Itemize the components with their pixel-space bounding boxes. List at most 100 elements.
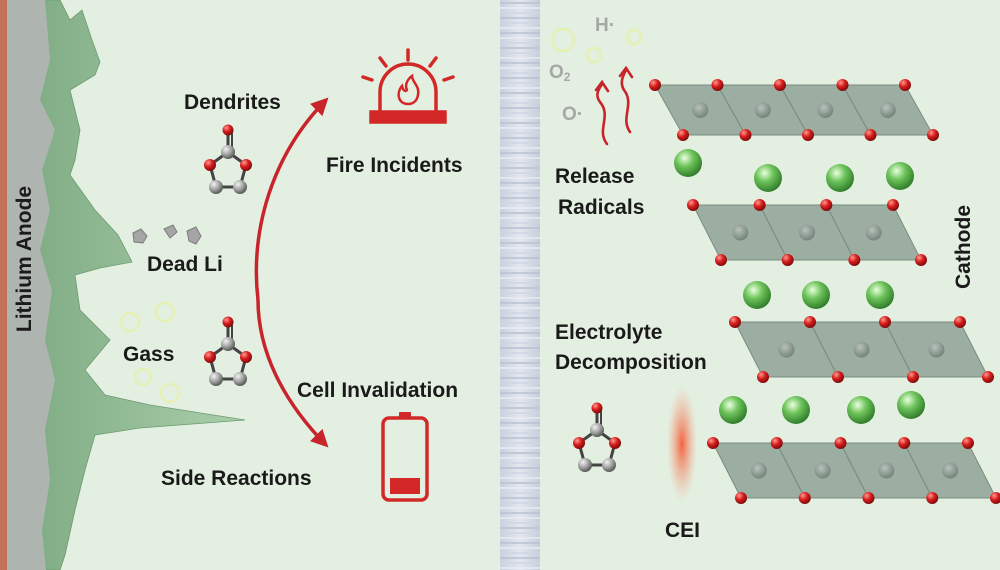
dead-li-debris xyxy=(132,224,202,245)
wavy-arrow-icon xyxy=(594,65,634,146)
oxygen-atom xyxy=(898,437,911,449)
gass-label: Gass xyxy=(123,343,175,366)
cei-layer xyxy=(667,386,697,502)
side-reactions-label: Side Reactions xyxy=(161,467,312,490)
lithium-ion xyxy=(754,164,782,192)
oxygen-atom xyxy=(848,254,861,266)
dendrites-label: Dendrites xyxy=(184,91,281,114)
cathode-label: Cathode xyxy=(952,205,975,289)
low-battery-icon xyxy=(381,412,429,502)
oxygen-atom xyxy=(711,79,724,91)
metal-atom xyxy=(754,102,771,118)
lithium-ion xyxy=(802,281,830,309)
separator-strip xyxy=(500,0,540,570)
oxygen-atom xyxy=(753,199,766,211)
o2-subscript: 2 xyxy=(563,70,571,84)
molecule-atom xyxy=(609,437,621,449)
oxygen-atom xyxy=(802,129,814,141)
anode-edge xyxy=(0,0,7,570)
oxygen-atom xyxy=(887,199,899,211)
oxygen-atom xyxy=(982,371,994,383)
anode-label: Lithium Anode xyxy=(13,185,37,333)
radicals-label: Radicals xyxy=(558,196,645,219)
o2-letter: O xyxy=(549,62,564,83)
oxygen-atom xyxy=(954,316,966,328)
gas-bubbles xyxy=(119,27,643,404)
oxygen-atom xyxy=(899,79,911,91)
oxygen-atom xyxy=(770,437,783,449)
lithium-ion xyxy=(886,162,914,190)
metal-atom xyxy=(928,341,945,358)
oxygen-atom xyxy=(820,199,833,211)
arrow-to-invalidation xyxy=(256,299,329,448)
molecule-atom xyxy=(591,402,603,414)
oxygen-atom xyxy=(739,129,752,141)
h-radical-label: H· xyxy=(595,15,616,36)
oxygen-atom xyxy=(798,492,811,504)
molecule-atom xyxy=(573,437,585,449)
metal-atom xyxy=(942,462,959,479)
lithium-ion xyxy=(826,164,854,192)
lithium-ion xyxy=(847,396,875,424)
alarm-siren-icon xyxy=(361,48,455,124)
molecule-atom xyxy=(240,159,252,171)
lithium-ion xyxy=(674,149,702,177)
cei-label: CEI xyxy=(665,519,701,542)
metal-atom xyxy=(817,102,834,118)
metal-atom xyxy=(799,224,815,241)
carbonate-molecule-icon xyxy=(204,316,252,386)
oxygen-atom xyxy=(774,79,786,91)
oxygen-atom xyxy=(707,437,719,449)
dead-li-label: Dead Li xyxy=(147,253,223,276)
molecule-atom xyxy=(221,145,235,159)
oxygen-atom xyxy=(836,79,849,91)
lithium-ion xyxy=(866,281,894,309)
separator-texture xyxy=(500,2,540,569)
molecule-atom xyxy=(209,180,223,194)
oxygen-atom xyxy=(781,254,794,266)
molecule-atom xyxy=(222,124,234,136)
oxygen-atom xyxy=(677,129,689,141)
oxygen-atom xyxy=(757,371,769,383)
lithium-ion xyxy=(897,391,925,419)
carbonate-molecule-icon xyxy=(204,124,252,194)
o-radical-label: O· xyxy=(562,104,584,125)
carbonate-molecule-group xyxy=(204,124,621,472)
molecule-atom xyxy=(233,372,247,386)
oxygen-atom xyxy=(834,437,847,449)
electrolyte-label: Electrolyte xyxy=(555,321,663,344)
oxygen-atom xyxy=(649,79,661,91)
molecule-atom xyxy=(240,351,252,363)
molecule-atom xyxy=(602,458,616,472)
lithium-ion xyxy=(743,281,771,309)
molecule-atom xyxy=(204,159,216,171)
anode-metal xyxy=(0,0,55,570)
arrow-to-fire xyxy=(254,97,329,301)
metal-atom xyxy=(853,341,870,358)
metal-atom xyxy=(732,224,749,241)
molecule-atom xyxy=(578,458,592,472)
layered-cathode-structure xyxy=(649,79,1000,504)
oxygen-atom xyxy=(687,199,699,211)
release-label: Release xyxy=(555,165,635,188)
oxygen-atom xyxy=(962,437,974,449)
lithium-ion xyxy=(719,396,747,424)
cell-invalidation-label: Cell Invalidation xyxy=(297,379,459,402)
metal-atom xyxy=(814,462,831,479)
carbonate-molecule-icon xyxy=(573,402,621,472)
molecule-atom xyxy=(233,180,247,194)
dendrite-growth xyxy=(0,0,246,570)
oxygen-atom xyxy=(879,316,891,328)
oxygen-atom xyxy=(907,371,919,383)
lithium-ion xyxy=(782,396,810,424)
metal-atom xyxy=(878,462,895,479)
metal-atom xyxy=(879,102,896,118)
oxygen-atom xyxy=(862,492,875,504)
decomposition-label: Decomposition xyxy=(555,351,707,374)
metal-atom xyxy=(865,224,882,241)
fire-incidents-label: Fire Incidents xyxy=(326,154,463,177)
metal-atom xyxy=(778,341,795,358)
o2-radical-label: O2 xyxy=(549,62,570,85)
oxygen-atom xyxy=(990,492,1000,504)
